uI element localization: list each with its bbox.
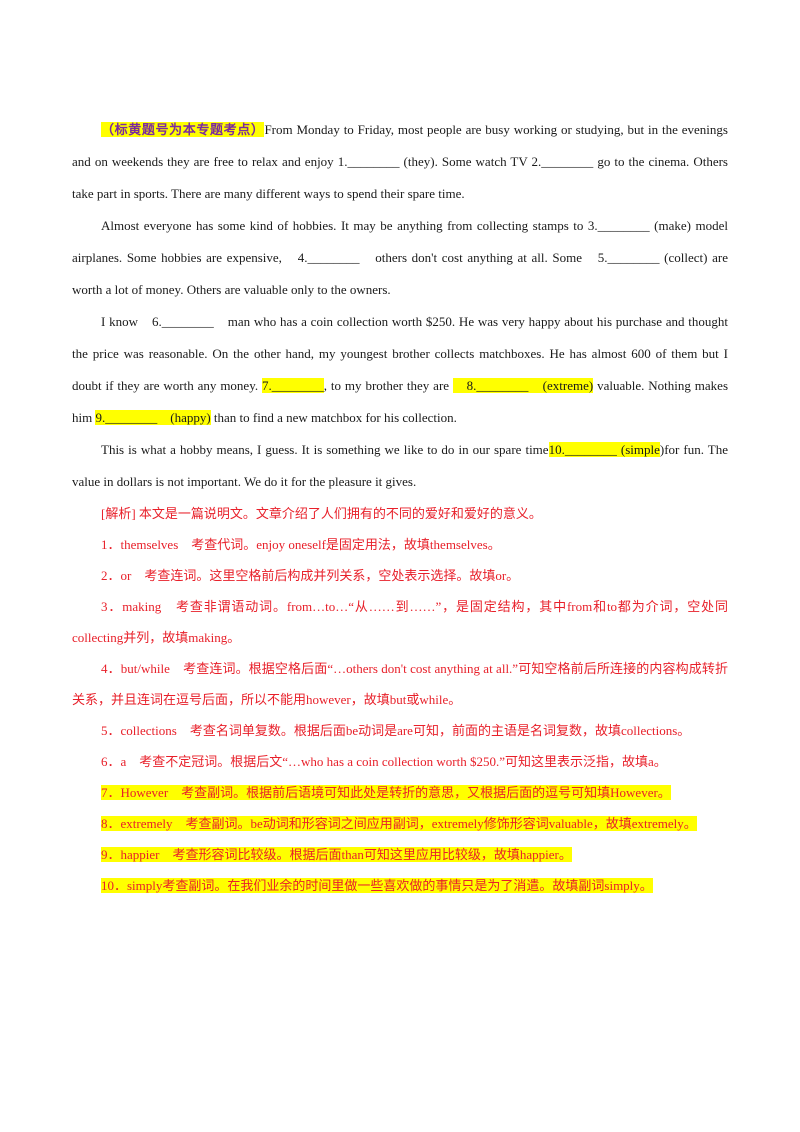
analysis-item-6: 6．a 考查不定冠词。根据后文“…who has a coin collecti… <box>101 754 667 769</box>
analysis-item-3: 3．making 考查非谓语动词。from…to…“从……到……”，是固定结构，… <box>72 599 728 645</box>
paragraph-1-text: From Monday to Friday, most people are b… <box>72 122 728 201</box>
paragraph-3-text-a: I know 6.________ man who has a coin col… <box>72 314 728 393</box>
blank-8: 8.________ (extreme) <box>452 378 594 393</box>
analysis-item-5: 5．collections 考查名词单复数。根据后面be动词是are可知，前面的… <box>101 723 691 738</box>
document-page: （标黄题号为本专题考点）From Monday to Friday, most … <box>72 114 728 901</box>
analysis-item-2: 2．or 考查连词。这里空格前后构成并列关系，空处表示选择。故填or。 <box>101 568 520 583</box>
analysis-section: [解析] 本文是一篇说明文。文章介绍了人们拥有的不同的爱好和爱好的意义。 1．t… <box>72 498 728 901</box>
paragraph-3-text-c: , to my brother they are <box>323 378 453 393</box>
paragraph-4-text-c: )for fun. The value in dollars is not im… <box>72 442 729 489</box>
analysis-intro: [解析] 本文是一篇说明文。文章介绍了人们拥有的不同的爱好和爱好的意义。 <box>101 506 542 521</box>
passage: （标黄题号为本专题考点）From Monday to Friday, most … <box>72 114 728 498</box>
analysis-item-7-text: 7．However 考查副词。根据前后语境可知此处是转折的意思，又根据后面的逗号… <box>101 785 671 800</box>
analysis-item-8-text: 8．extremely 考查副词。be动词和形容词之间应用副词，extremel… <box>101 816 697 831</box>
passage-paragraph-2: Almost everyone has some kind of hobbies… <box>72 218 728 297</box>
analysis-item-9: 9．happier 考查形容词比较级。根据后面than可知这里应用比较级，故填h… <box>72 839 728 870</box>
paragraph-4-text-a: This is what a hobby means, I guess. It … <box>101 442 549 457</box>
passage-paragraph-3: I know 6.________ man who has a coin col… <box>72 306 728 434</box>
passage-paragraph-4: This is what a hobby means, I guess. It … <box>72 434 728 498</box>
analysis-item-8: 8．extremely 考查副词。be动词和形容词之间应用副词，extremel… <box>72 808 728 839</box>
analysis-item-7: 7．However 考查副词。根据前后语境可知此处是转折的意思，又根据后面的逗号… <box>72 777 728 808</box>
analysis-item-10: 10．simply考查副词。在我们业余的时间里做一些喜欢做的事情只是为了消遣。故… <box>72 870 728 901</box>
passage-paragraph-1: （标黄题号为本专题考点）From Monday to Friday, most … <box>72 114 728 210</box>
analysis-item-1: 1．themselves 考查代词。enjoy oneself是固定用法，故填t… <box>101 537 501 552</box>
blank-7: 7.________ <box>262 378 324 393</box>
analysis-item-9-text: 9．happier 考查形容词比较级。根据后面than可知这里应用比较级，故填h… <box>101 847 572 862</box>
blank-9: 9.________ (happy) <box>95 410 211 425</box>
analysis-item-10-text: 10．simply考查副词。在我们业余的时间里做一些喜欢做的事情只是为了消遣。故… <box>101 878 653 893</box>
paragraph-3-text-e: than to find a new matchbox for his coll… <box>210 410 457 425</box>
blank-10: 10.________ (simple <box>548 442 660 457</box>
paragraph-3-text-d: valuable. Nothing makes him <box>72 378 729 425</box>
analysis-item-4: 4．but/while 考查连词。根据空格后面“…others don't co… <box>72 661 728 707</box>
topic-tag: （标黄题号为本专题考点） <box>101 122 265 137</box>
